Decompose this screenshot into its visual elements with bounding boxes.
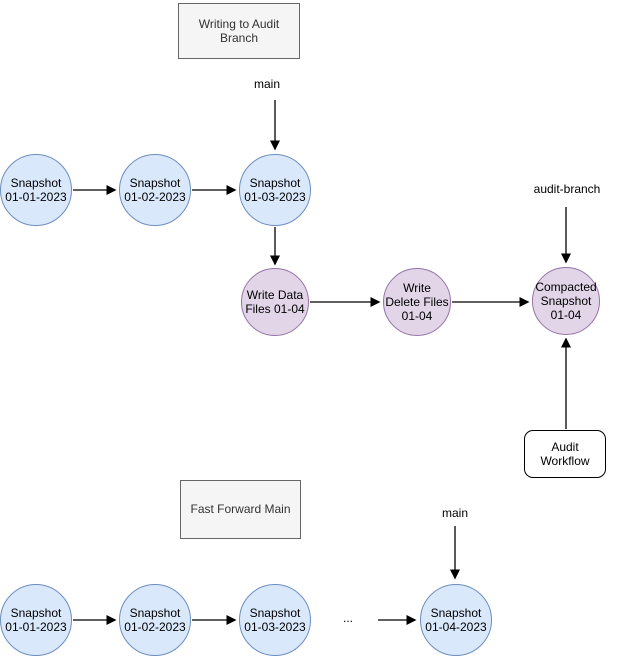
ff-snapshot-node-01-02: Snapshot 01-02-2023: [119, 584, 191, 656]
snapshot-node-label: Snapshot 01-01-2023: [5, 605, 67, 634]
ff-main-branch-label: main: [441, 506, 469, 520]
ff-snapshot-node-01-01: Snapshot 01-01-2023: [0, 584, 72, 656]
snapshot-node-label: Snapshot 01-01-2023: [5, 175, 67, 204]
snapshot-node-label: Snapshot 01-02-2023: [124, 175, 186, 204]
section1-title: Writing to Audit Branch: [198, 16, 280, 45]
ff-snapshot-node-01-04: Snapshot 01-04-2023: [420, 584, 492, 656]
compacted-snapshot-node: Compacted Snapshot 01-04: [532, 267, 600, 335]
write-delete-files-node: Write Delete Files 01-04: [383, 268, 451, 336]
snapshot-node-label: Snapshot 01-03-2023: [244, 605, 306, 634]
audit-workflow-label: Audit Workflow: [540, 439, 590, 468]
snapshot-node-label: Snapshot 01-03-2023: [244, 175, 306, 204]
write-data-files-node: Write Data Files 01-04: [241, 268, 309, 336]
snapshot-node-01-03: Snapshot 01-03-2023: [239, 154, 311, 226]
snapshot-node-01-02: Snapshot 01-02-2023: [119, 154, 191, 226]
main-branch-label: main: [253, 77, 281, 91]
write-delete-files-label: Write Delete Files 01-04: [385, 280, 449, 324]
section1-title-box: Writing to Audit Branch: [178, 3, 300, 59]
ellipsis-label: ...: [342, 611, 354, 625]
section2-title-box: Fast Forward Main: [180, 480, 301, 539]
audit-branch-label: audit-branch: [533, 182, 601, 196]
ff-snapshot-node-01-03: Snapshot 01-03-2023: [239, 584, 311, 656]
write-data-files-label: Write Data Files 01-04: [245, 287, 305, 316]
audit-workflow-box: Audit Workflow: [524, 430, 606, 478]
snapshot-node-label: Snapshot 01-02-2023: [124, 605, 186, 634]
section2-title: Fast Forward Main: [190, 502, 291, 517]
snapshot-node-label: Snapshot 01-04-2023: [425, 605, 487, 634]
compacted-snapshot-label: Compacted Snapshot 01-04: [535, 279, 597, 323]
snapshot-node-01-01: Snapshot 01-01-2023: [0, 154, 72, 226]
